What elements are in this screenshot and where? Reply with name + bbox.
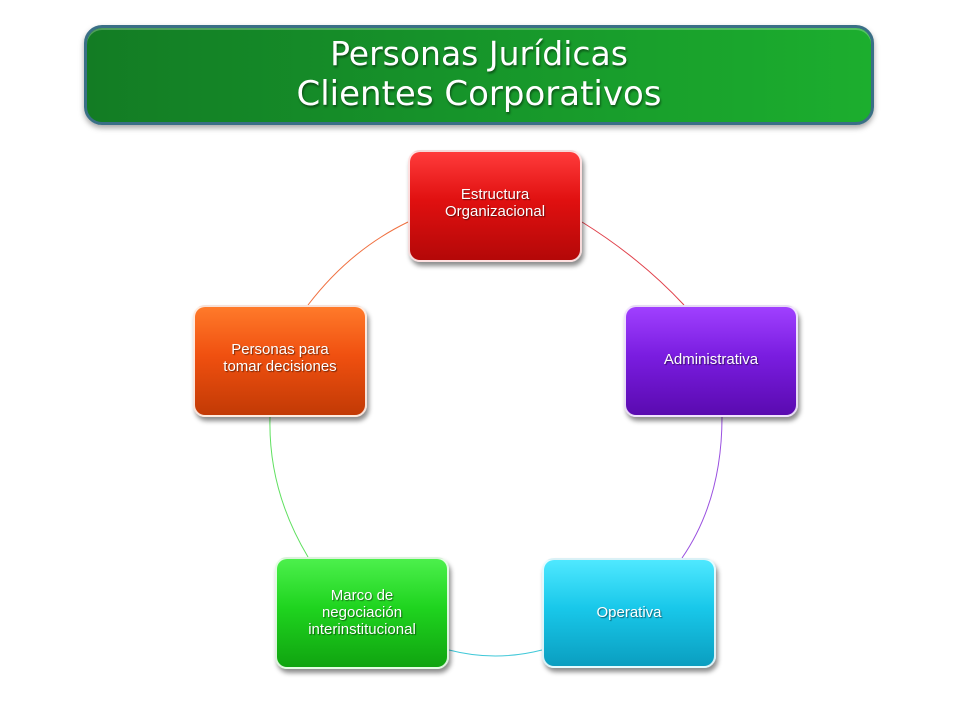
connector-estructura-administrativa [581,221,685,306]
node-personas-line-1: Personas para [231,341,329,358]
title-line-1: Personas Jurídicas [330,34,628,73]
node-operativa: Operativa [542,558,716,668]
title-banner: Personas Jurídicas Clientes Corporativos [84,25,874,125]
connector-operativa-marco [448,649,543,657]
connector-administrativa-operativa [681,416,723,559]
connector-marco-personas [269,416,309,558]
node-personas-para-tomar-decisiones: Personas para tomar decisiones [193,305,367,417]
node-marco-line-1: Marco de [330,587,394,604]
connector-personas-estructura [307,221,409,306]
title-line-2: Clientes Corporativos [296,74,662,114]
node-operativa-line-1: Operativa [596,604,662,621]
node-administrativa-line-1: Administrativa [663,351,759,368]
node-personas-line-2: tomar decisiones [223,358,337,375]
node-estructura-line-1: Estructura [460,186,530,203]
node-marco-line-3: interinstitucional [308,621,416,638]
node-administrativa: Administrativa [624,305,798,417]
node-estructura-line-2: Organizacional [444,203,546,220]
node-estructura-organizacional: Estructura Organizacional [408,150,582,262]
node-marco-line-2: negociación [321,604,403,621]
node-marco-de-negociacion: Marco de negociación interinstitucional [275,557,449,669]
